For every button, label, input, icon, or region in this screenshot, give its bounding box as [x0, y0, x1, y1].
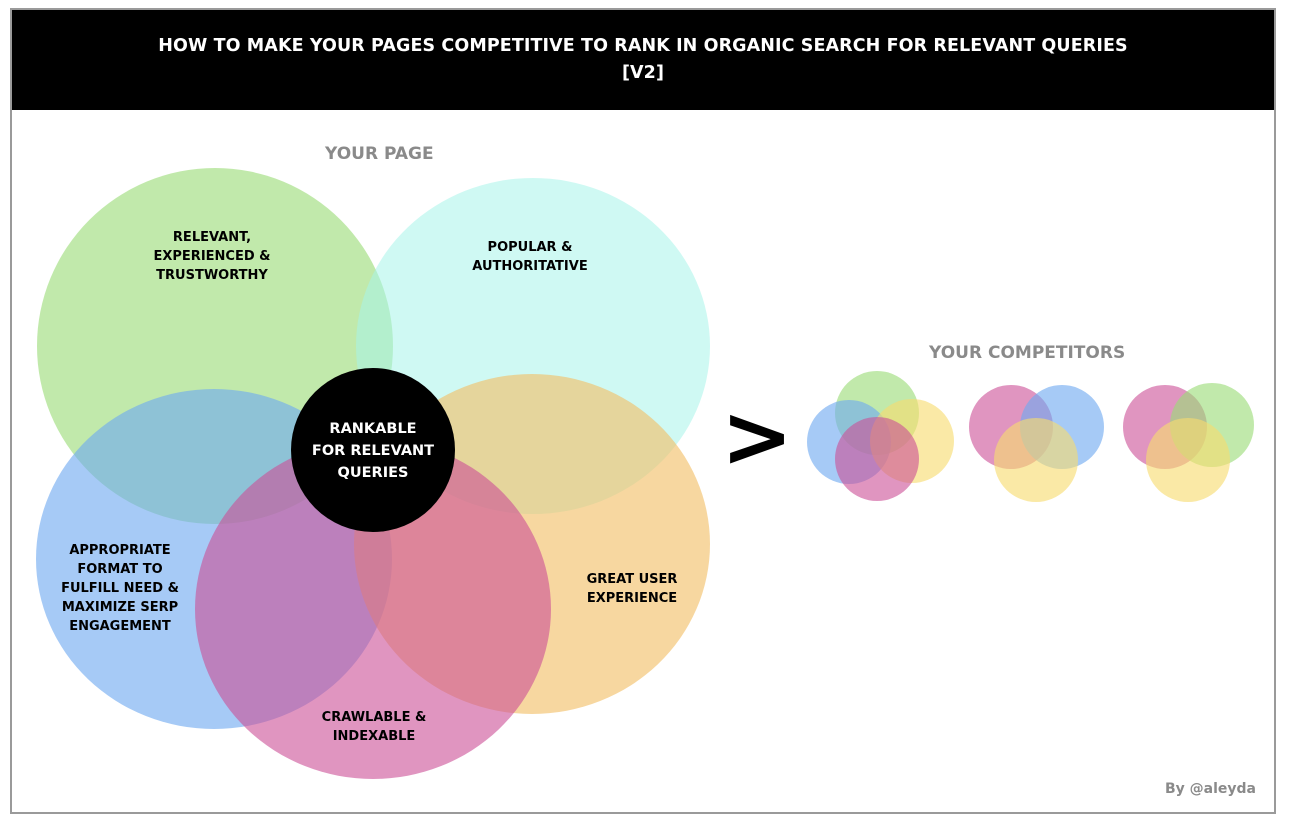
label-crawlable-line-2: INDEXABLE	[332, 729, 416, 744]
label-relevant-line-3: TRUSTWORTHY	[156, 268, 268, 283]
center-circle	[291, 368, 455, 532]
label-ux-line-1: GREAT USER	[586, 572, 678, 587]
header-banner: HOW TO MAKE YOUR PAGES COMPETITIVE TO RA…	[12, 10, 1274, 110]
label-format: APPROPRIATE FORMAT TO FULFILL NEED & MAX…	[40, 541, 200, 636]
circle-crawlable	[195, 439, 551, 779]
label-format-line-2: FORMAT TO	[77, 562, 163, 577]
page-title-version: [V2]	[621, 63, 665, 83]
label-center-line-1: RANKABLE	[329, 421, 417, 437]
label-format-line-3: FULFILL NEED &	[61, 581, 179, 596]
label-format-line-4: MAXIMIZE SERP	[61, 600, 179, 615]
label-center-line-3: QUERIES	[337, 465, 409, 481]
your-page-label: YOUR PAGE	[325, 144, 434, 164]
label-ux-line-2: EXPERIENCE	[586, 591, 678, 606]
your-competitors-label: YOUR COMPETITORS	[929, 343, 1126, 363]
label-crawlable: CRAWLABLE & INDEXABLE	[294, 708, 454, 746]
label-crawlable-line-1: CRAWLABLE &	[321, 710, 427, 725]
label-format-line-5: ENGAGEMENT	[69, 619, 171, 634]
label-popular: POPULAR & AUTHORITATIVE	[450, 238, 610, 276]
label-center: RANKABLE FOR RELEVANT QUERIES	[293, 418, 453, 484]
label-format-line-1: APPROPRIATE	[69, 543, 171, 558]
competitor-venn-1	[807, 371, 954, 501]
label-relevant-line-2: EXPERIENCED &	[153, 249, 271, 264]
label-ux: GREAT USER EXPERIENCE	[552, 570, 712, 608]
label-relevant: RELEVANT, EXPERIENCED & TRUSTWORTHY	[132, 228, 292, 285]
competitor-venn-3	[1123, 383, 1254, 502]
competitor-3-circle-yellow	[1146, 418, 1230, 502]
label-popular-line-2: AUTHORITATIVE	[472, 259, 588, 274]
label-relevant-line-1: RELEVANT,	[172, 230, 252, 245]
label-popular-line-1: POPULAR &	[487, 240, 573, 255]
page-title: HOW TO MAKE YOUR PAGES COMPETITIVE TO RA…	[158, 36, 1128, 56]
competitor-venn-2	[969, 385, 1104, 502]
competitor-1-circle-pink	[835, 417, 919, 501]
label-center-line-2: FOR RELEVANT	[311, 443, 435, 459]
competitor-2-circle-yellow	[994, 418, 1078, 502]
greater-than-symbol: >	[721, 387, 793, 487]
author-credit: By @aleyda	[1165, 781, 1257, 797]
